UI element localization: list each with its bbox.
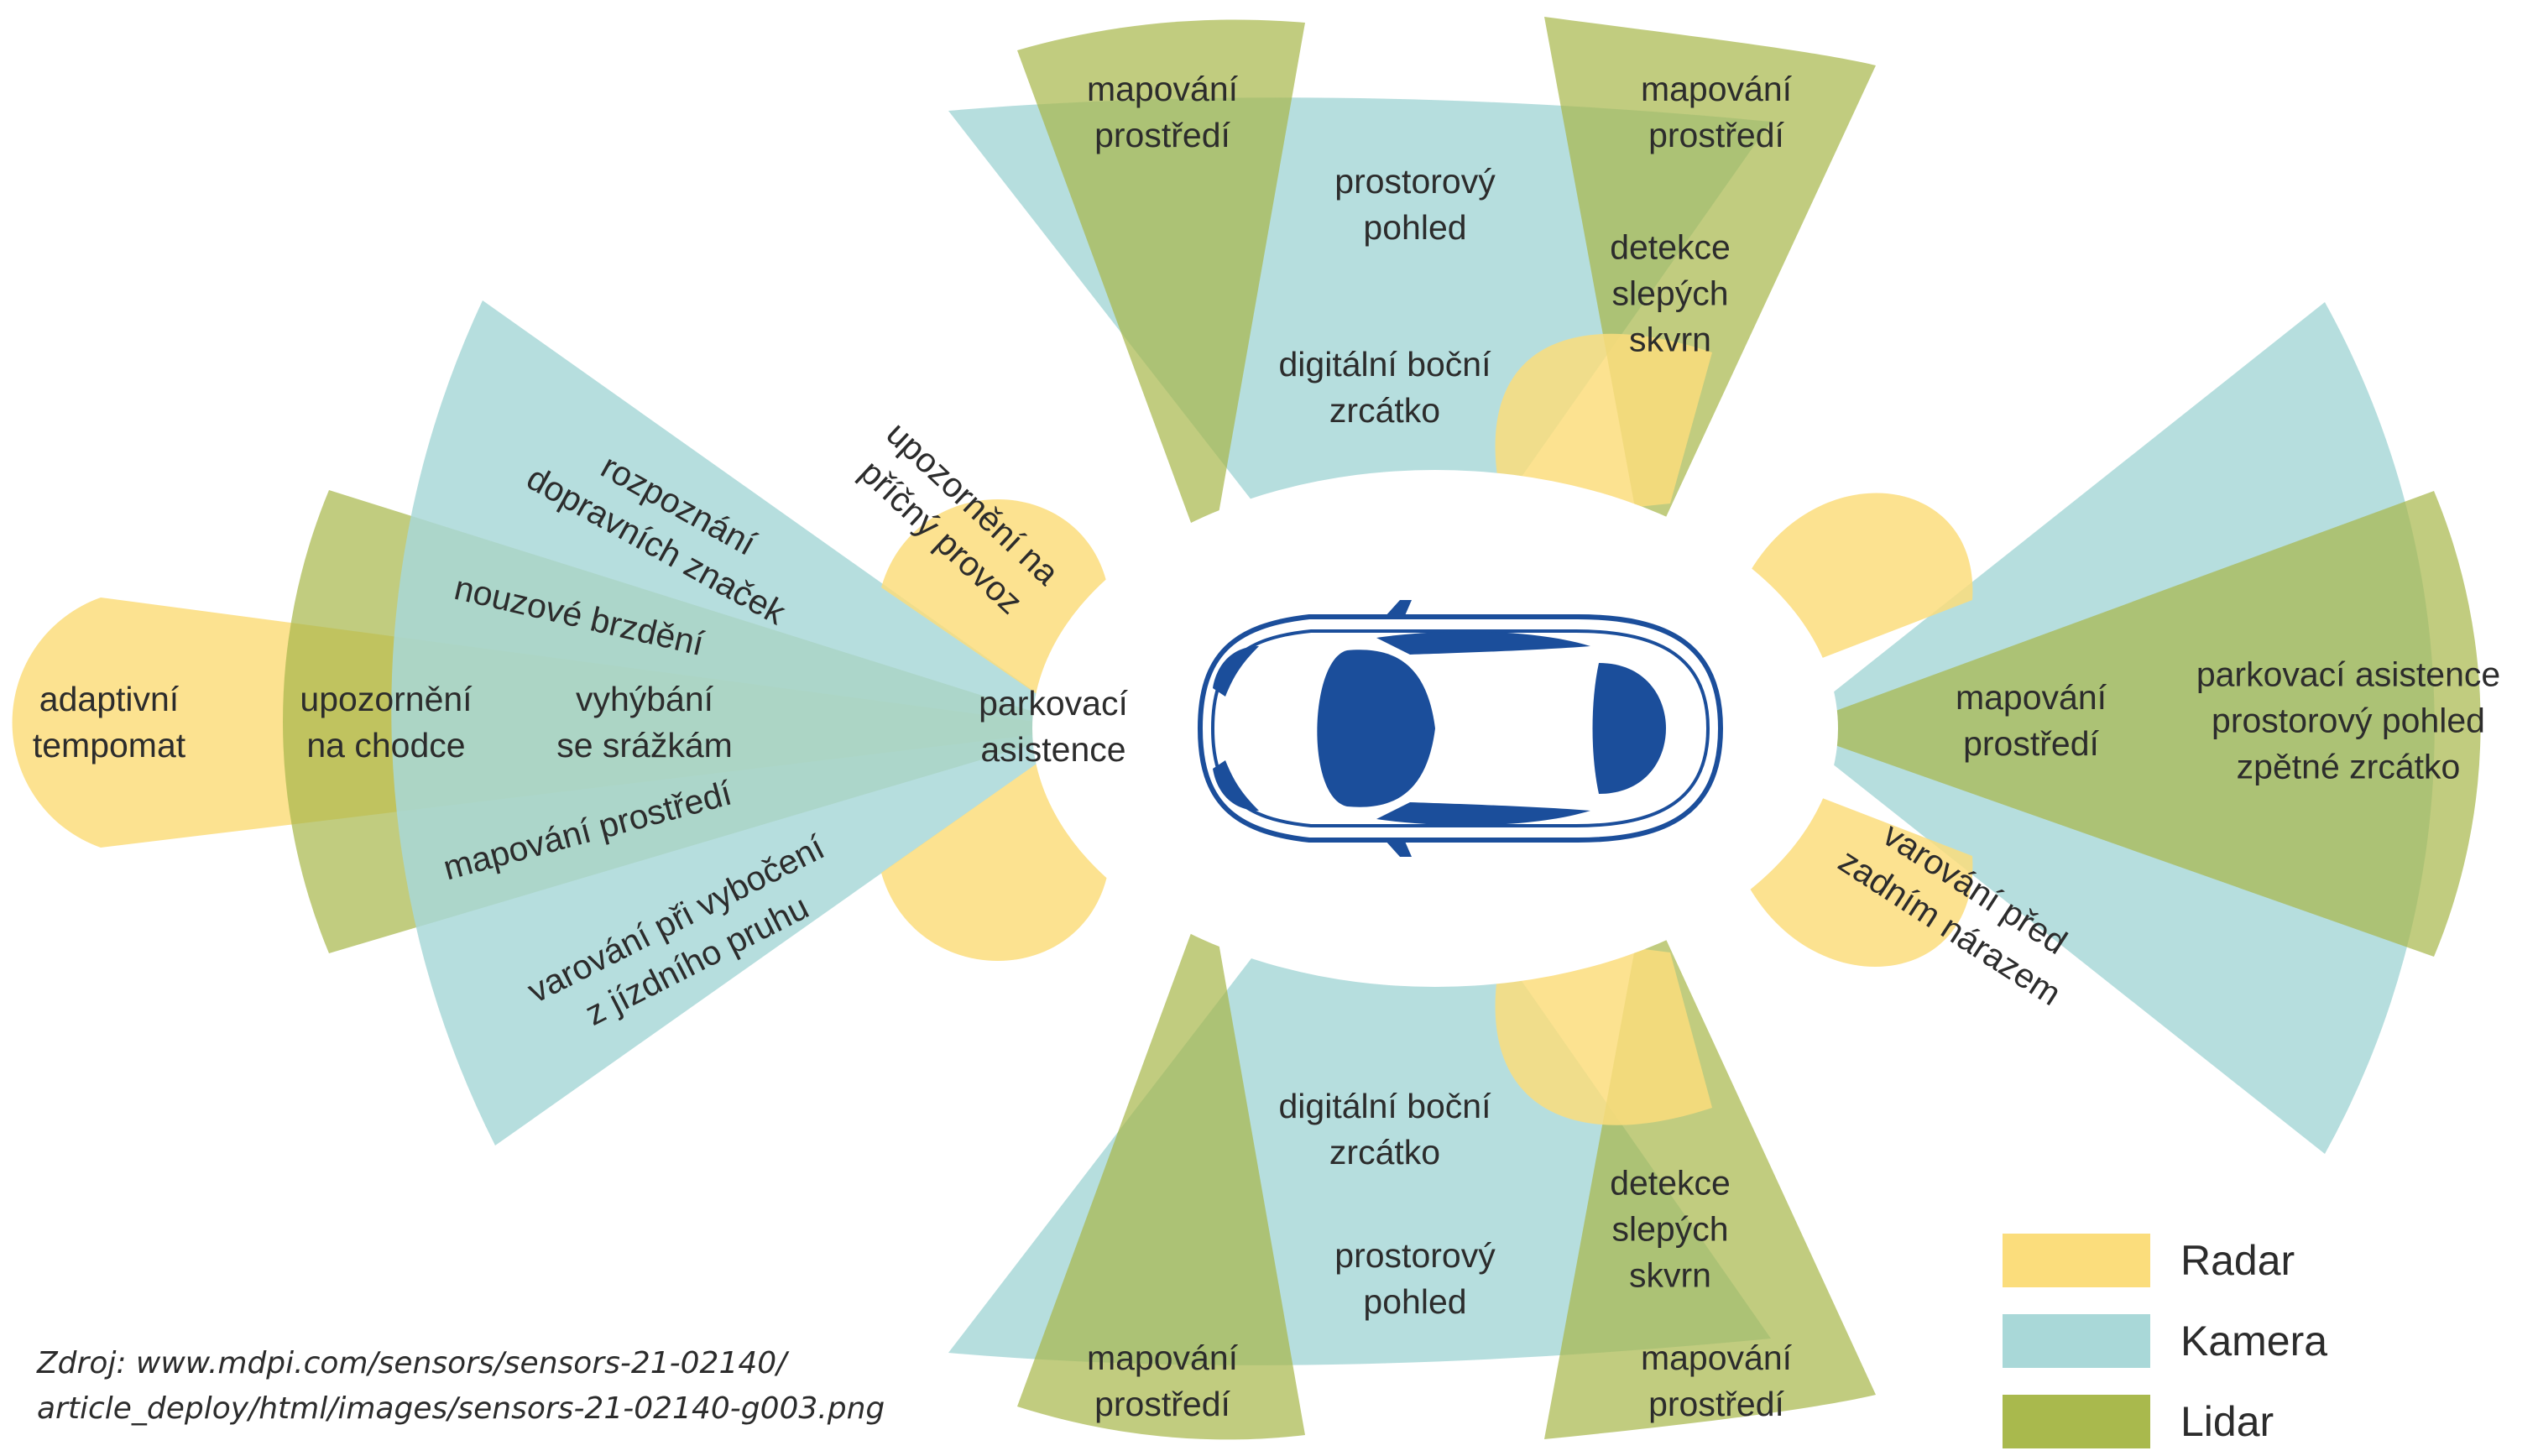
- mirror-top: [1385, 600, 1412, 619]
- label-pedestrian-warning: upozornění na chodce: [300, 680, 473, 765]
- lidar-zone-top-left: [1017, 19, 1305, 571]
- legend-label-radar: Radar: [2180, 1237, 2295, 1284]
- car-body-inner: [1210, 629, 1710, 827]
- lidar-zone-bottom-left: [1017, 885, 1305, 1440]
- headlight-top: [1213, 646, 1259, 697]
- source-caption: Zdroj: www.mdpi.com/sensors/sensors-21-0…: [37, 1346, 885, 1426]
- headlight-bottom: [1213, 760, 1259, 811]
- legend-swatch-lidar: [2003, 1395, 2150, 1448]
- rear-window: [1592, 663, 1666, 794]
- mirror-bottom: [1385, 838, 1412, 857]
- label-bottom-right-mapping: mapování prostředí: [1640, 1339, 1793, 1423]
- label-collision-avoidance: vyhýbání se srážkám: [556, 680, 733, 765]
- label-bottom-surround: prostorový pohled: [1334, 1236, 1496, 1321]
- car-icon: [1197, 600, 1724, 857]
- radar-zone-bottom-blind: [1495, 932, 1712, 1125]
- legend-label-lidar: Lidar: [2180, 1398, 2274, 1445]
- lidar-zone-rear: [1788, 491, 2481, 957]
- radar-zone-top-blind: [1495, 333, 1712, 520]
- label-rear-mapping: mapování prostředí: [1955, 678, 2107, 763]
- legend-label-camera: Kamera: [2180, 1318, 2328, 1365]
- label-rear-parking: parkovací asistence prostorový pohled zp…: [2196, 655, 2501, 786]
- label-top-left-mapping: mapování prostředí: [1086, 70, 1239, 154]
- legend-swatch-camera: [2003, 1314, 2150, 1368]
- label-bottom-left-mapping: mapování prostředí: [1086, 1339, 1239, 1423]
- label-front-parking: parkovací asistence: [979, 684, 1128, 769]
- label-bottom-blind-spot: detekce slepých skvrn: [1610, 1163, 1731, 1295]
- camera-zone-front-wide: [391, 300, 1087, 1145]
- label-top-right-mapping: mapování prostředí: [1640, 70, 1793, 154]
- coverage-zones: [12, 17, 2481, 1440]
- windshield: [1317, 650, 1435, 807]
- label-top-surround: prostorový pohled: [1334, 162, 1496, 247]
- side-window-top: [1376, 631, 1590, 655]
- side-window-bottom: [1376, 802, 1590, 826]
- label-top-blind-spot: detekce slepých skvrn: [1610, 227, 1731, 359]
- legend-swatch-radar: [2003, 1234, 2150, 1287]
- label-bottom-mirror: digitální boční zrcátko: [1278, 1087, 1491, 1172]
- label-top-mirror: digitální boční zrcátko: [1278, 345, 1491, 430]
- label-adaptive-cruise: adaptivní tempomat: [32, 680, 186, 765]
